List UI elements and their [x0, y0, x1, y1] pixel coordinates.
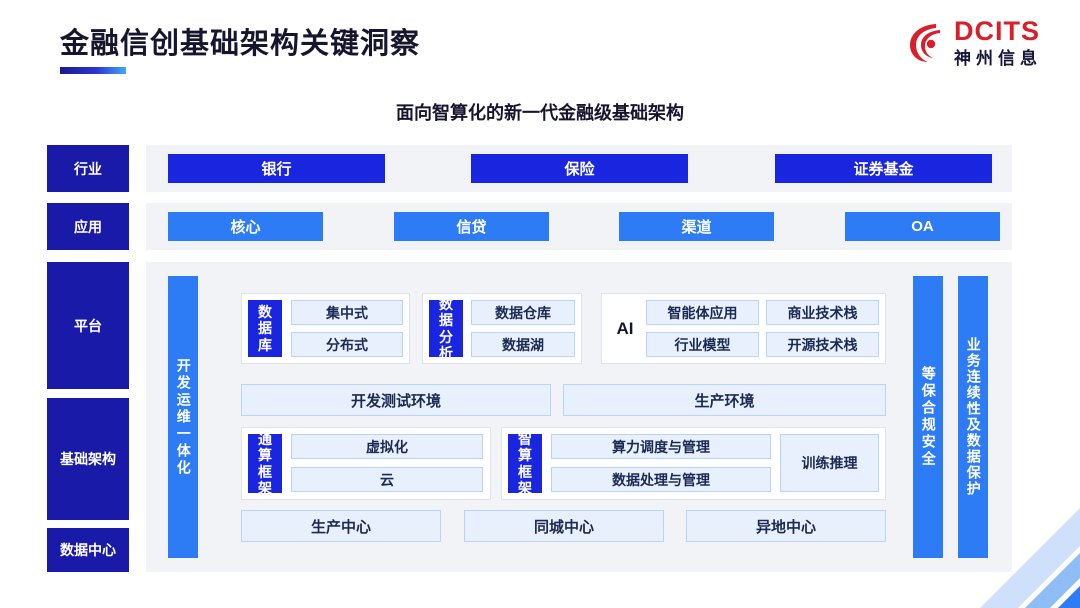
- title-underline: [60, 67, 126, 74]
- row-label-platform: 平台: [47, 262, 129, 389]
- general-compute-item-virtualization[interactable]: 虚拟化: [291, 434, 483, 459]
- datacenter-item-production[interactable]: 生产中心: [241, 510, 441, 542]
- ai-item-open-source-stack[interactable]: 开源技术栈: [766, 332, 879, 357]
- industry-item-securities[interactable]: 证券基金: [775, 154, 992, 183]
- datacenter-item-remote[interactable]: 异地中心: [686, 510, 886, 542]
- env-dev-test[interactable]: 开发测试环境: [241, 384, 551, 416]
- general-compute-item-cloud[interactable]: 云: [291, 467, 483, 492]
- dcits-logo-icon: [910, 23, 940, 62]
- decorative-corner: [860, 458, 1080, 608]
- database-item-distributed[interactable]: 分布式: [291, 332, 403, 357]
- database-item-centralized[interactable]: 集中式: [291, 300, 403, 325]
- ai-compute-item-data-processing[interactable]: 数据处理与管理: [551, 467, 771, 492]
- row-label-datacenter: 数据中心: [47, 528, 129, 572]
- sidebar-devops: 开发运维一体化: [168, 276, 198, 558]
- env-production[interactable]: 生产环境: [563, 384, 886, 416]
- row-label-infrastructure: 基础架构: [47, 398, 129, 520]
- application-item-channel[interactable]: 渠道: [619, 212, 774, 241]
- ai-compute-tag: 智算框架: [508, 431, 542, 496]
- sidebar-compliance: 等保合规安全: [913, 276, 943, 558]
- application-item-credit[interactable]: 信贷: [394, 212, 549, 241]
- ai-item-industry-model[interactable]: 行业模型: [646, 332, 759, 357]
- brand-logo: DCITS 神州信息: [906, 18, 1042, 67]
- diagram-subtitle: 面向智算化的新一代金融级基础架构: [396, 103, 684, 123]
- application-panel: 核心 信贷 渠道 OA: [146, 203, 1012, 250]
- datacenter-item-metro[interactable]: 同城中心: [464, 510, 664, 542]
- database-group-tag: 数据库: [248, 300, 282, 357]
- analytics-group-tag: 数据分析: [429, 296, 463, 361]
- ai-group-tag: AI: [616, 318, 634, 338]
- ai-item-agent-app[interactable]: 智能体应用: [646, 300, 759, 325]
- application-item-oa[interactable]: OA: [845, 212, 1000, 241]
- stack-panel: 开发运维一体化 等保合规安全 业务连续性及数据保护 数据库 集中式 分布式 数据…: [146, 262, 1012, 572]
- row-label-industry: 行业: [47, 145, 129, 192]
- ai-compute-item-train-infer[interactable]: 训练推理: [780, 434, 879, 492]
- ai-item-commercial-stack[interactable]: 商业技术栈: [766, 300, 879, 325]
- logo-text-cn: 神州信息: [954, 49, 1042, 68]
- sidebar-continuity: 业务连续性及数据保护: [958, 276, 988, 558]
- analytics-item-warehouse[interactable]: 数据仓库: [471, 300, 575, 325]
- page-title: 金融信创基础架构关键洞察: [60, 28, 421, 60]
- logo-text-en: DCITS: [954, 16, 1040, 46]
- row-label-application: 应用: [47, 203, 129, 250]
- industry-item-insurance[interactable]: 保险: [471, 154, 688, 183]
- ai-compute-item-scheduling[interactable]: 算力调度与管理: [551, 434, 771, 459]
- general-compute-tag: 通算框架: [248, 431, 282, 496]
- analytics-item-lake[interactable]: 数据湖: [471, 332, 575, 357]
- industry-item-bank[interactable]: 银行: [168, 154, 385, 183]
- application-item-core[interactable]: 核心: [168, 212, 323, 241]
- industry-panel: 银行 保险 证券基金: [146, 145, 1012, 192]
